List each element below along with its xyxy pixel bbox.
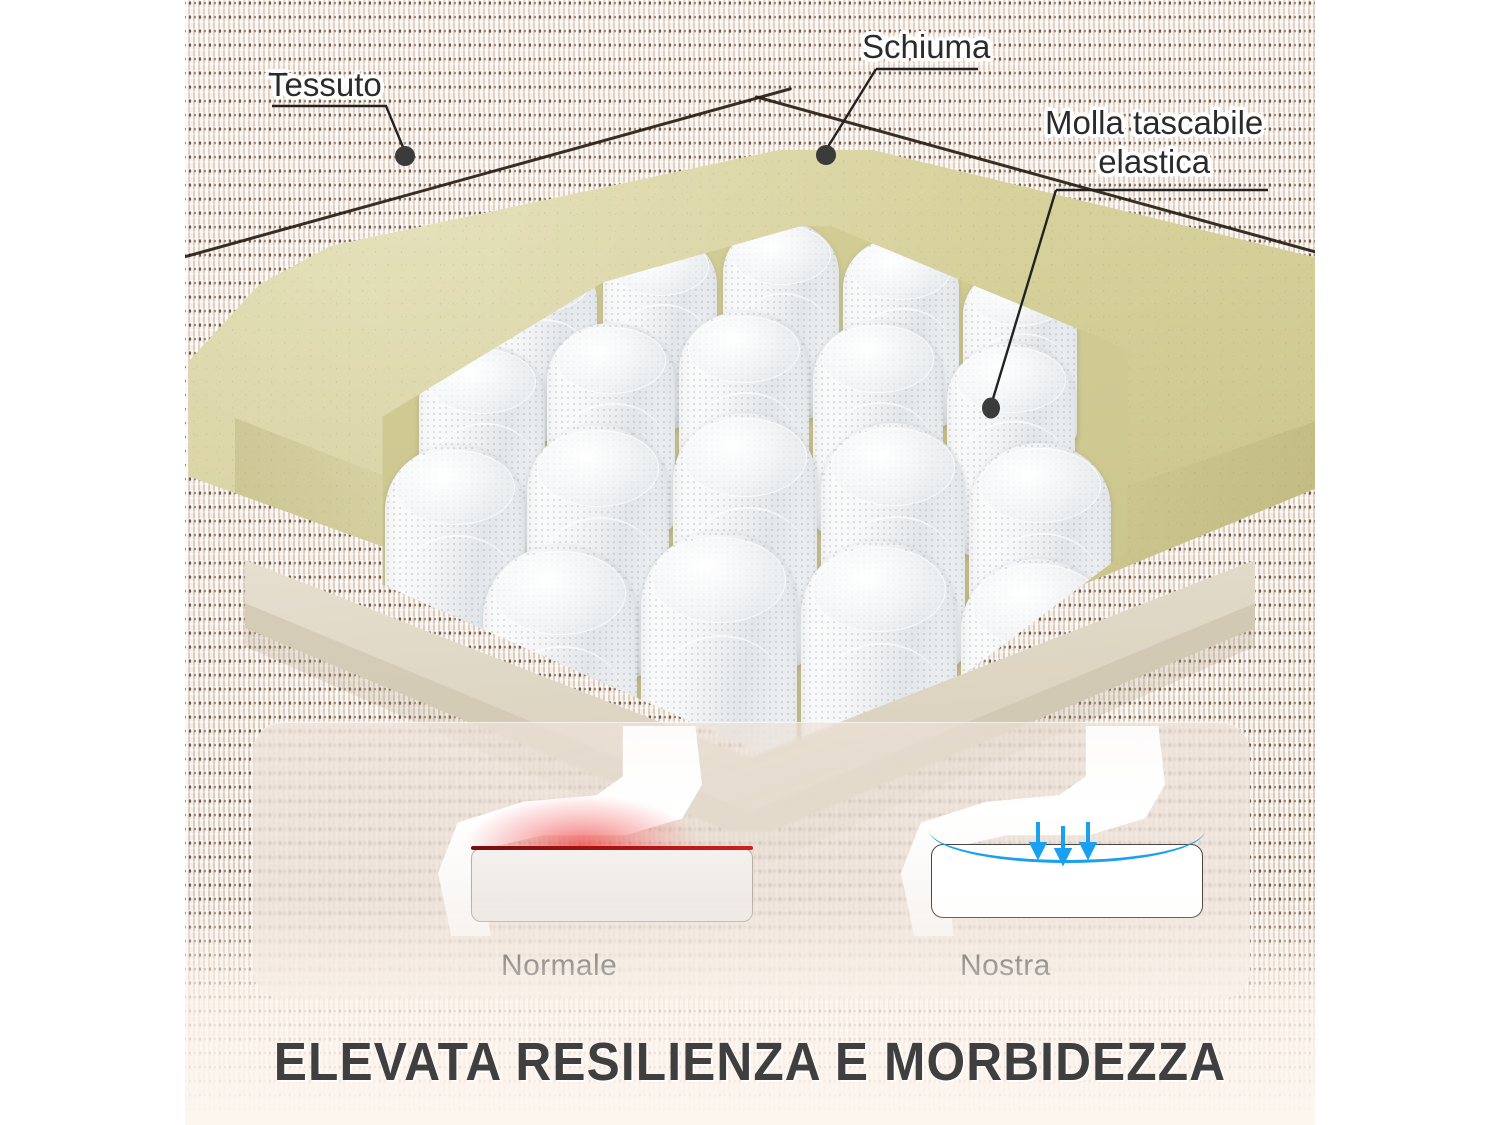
headline-text: ELEVATA RESILIENZA E MORBIDEZZA [273,1032,1227,1092]
comparison-label-normale: Normale [501,949,618,982]
callout-label-tessuto: Tessuto [268,66,382,103]
blue-arrows-group [1028,822,1098,867]
comparison-label-nostra: Nostra [960,949,1051,982]
comparison-panel: Normale Nostra [253,722,1250,999]
callout-label-molla-tascabile-elastica: Molla tascabile elastica [1045,104,1264,180]
pressure-line-red [471,846,753,850]
callout-label-schiuma: Schiuma [862,28,991,65]
